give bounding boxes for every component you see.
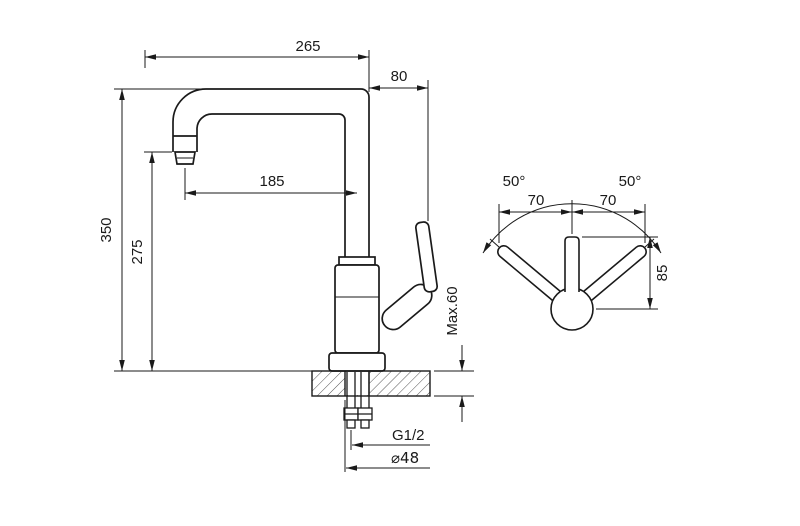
dim-350 [114, 88, 206, 371]
hose-left [346, 372, 356, 408]
dim-185 [184, 168, 357, 200]
dim-g12 [350, 430, 430, 450]
body-base [328, 352, 386, 372]
handle-swing-view [482, 200, 662, 331]
countertop-hatch [311, 370, 431, 397]
dim-70-left-label: 70 [528, 192, 545, 209]
faucet-outline [172, 88, 439, 372]
dim-85-label: 85 [654, 265, 671, 282]
dim-265-label: 265 [295, 38, 320, 55]
dim-185-label: 185 [259, 173, 284, 190]
dim-70-right-label: 70 [600, 192, 617, 209]
hose-right-nipple [360, 419, 370, 429]
spout-inner-edge [196, 113, 346, 257]
dim-275 [144, 151, 172, 371]
dim-max60-label: Max.60 [444, 286, 461, 335]
hose-left-nipple [346, 419, 356, 429]
hose-right [360, 372, 370, 408]
body-main [334, 264, 380, 354]
countertop [311, 370, 431, 397]
supply-hoses [343, 372, 373, 429]
dim-80 [369, 80, 429, 221]
dim-d48 [344, 400, 430, 472]
angle-right-label: 50° [619, 173, 642, 190]
dim-g12-label: G1/2 [392, 427, 425, 444]
dim-350-label: 350 [98, 217, 115, 242]
body-collar [338, 256, 376, 266]
dim-max60 [434, 345, 474, 422]
dim-80-label: 80 [391, 68, 408, 85]
lever-ext-left [489, 238, 500, 248]
handle-position-center [564, 236, 580, 292]
dimensions-left-view [114, 50, 474, 472]
dimension-labels: 265 80 185 350 275 Max.60 G1/2 ⌀48 50° 5… [98, 38, 671, 467]
handle-lever [414, 221, 439, 293]
mounting-shank [345, 372, 369, 395]
dim-265 [144, 50, 370, 92]
angle-left-label: 50° [503, 173, 526, 190]
dim-d48-label: ⌀48 [391, 449, 419, 467]
handle-ball [550, 287, 594, 331]
dim-275-label: 275 [129, 239, 146, 264]
